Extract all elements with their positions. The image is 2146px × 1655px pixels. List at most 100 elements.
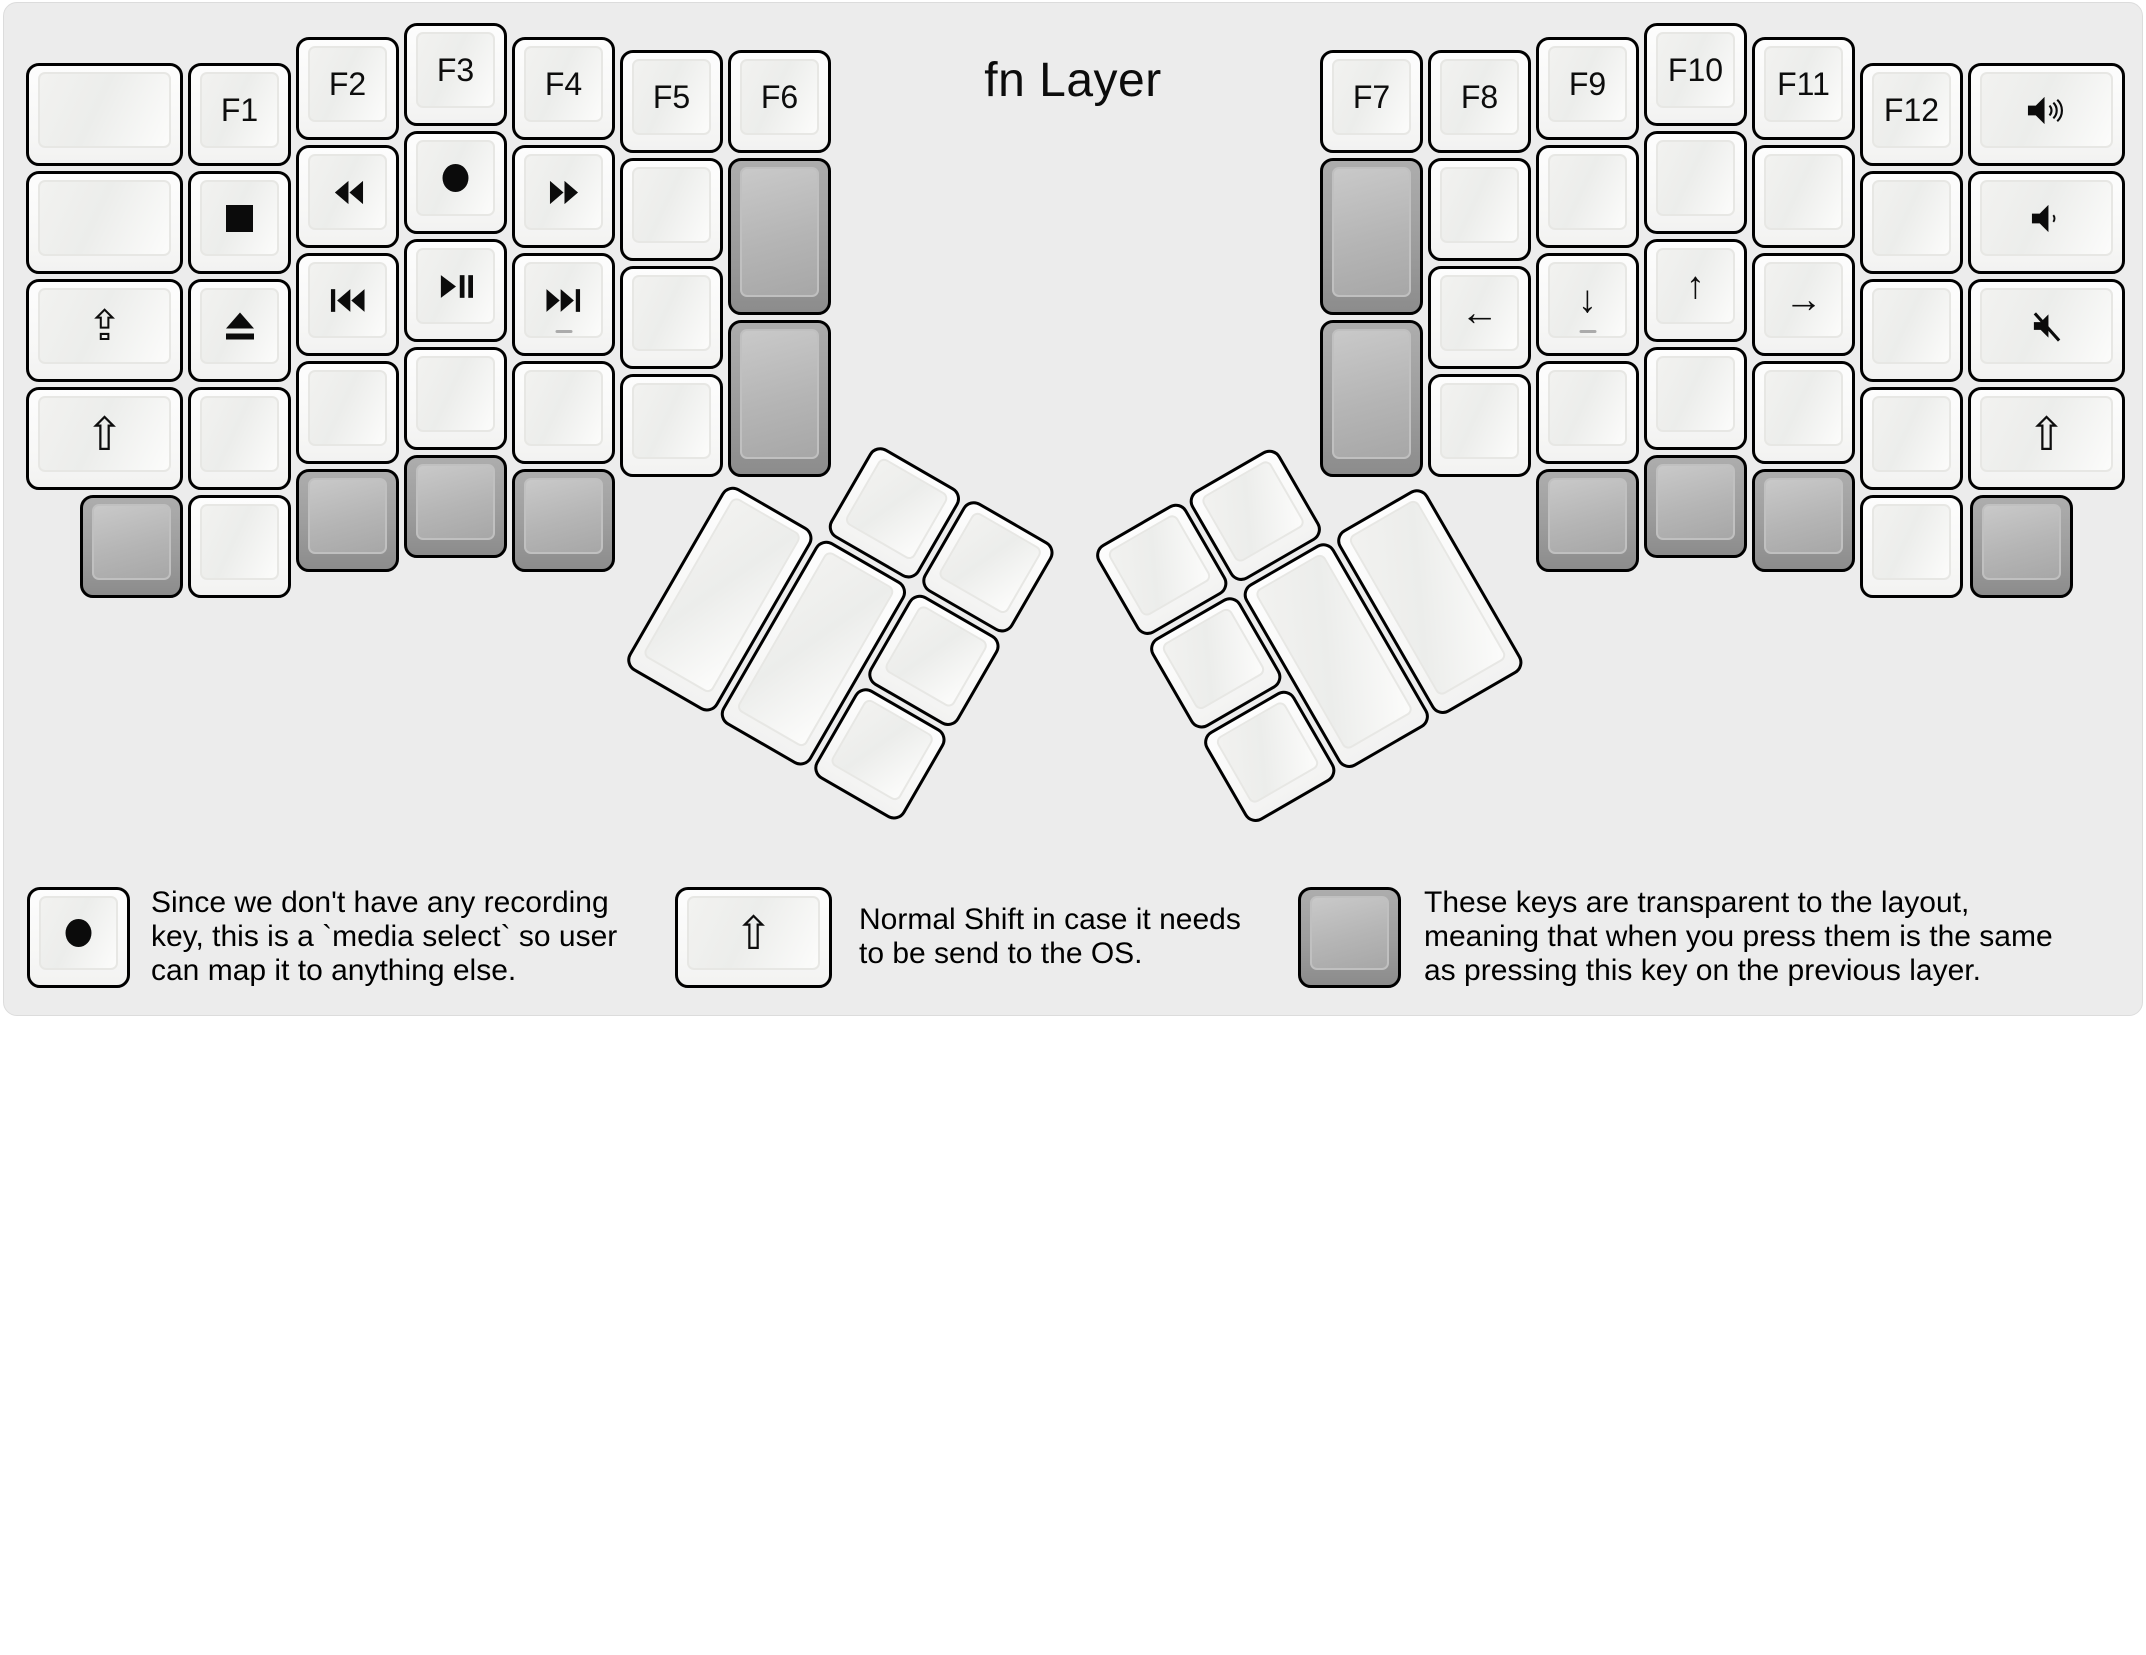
key-transparent[interactable] bbox=[1320, 158, 1423, 315]
key-transparent[interactable] bbox=[1320, 320, 1423, 477]
key-f11[interactable]: F11 bbox=[1752, 37, 1855, 140]
key-blank-face bbox=[416, 356, 495, 432]
key-blank[interactable] bbox=[620, 158, 723, 261]
key-blank[interactable] bbox=[1536, 361, 1639, 464]
key-blank[interactable] bbox=[512, 361, 615, 464]
key-arrow-right[interactable]: → bbox=[1752, 253, 1855, 356]
key-f9-label: F9 bbox=[1568, 66, 1607, 102]
key-eject[interactable] bbox=[188, 279, 291, 382]
key-f8-label: F8 bbox=[1460, 79, 1499, 115]
key-blank[interactable] bbox=[1428, 158, 1531, 261]
key-blank[interactable] bbox=[1644, 347, 1747, 450]
key-transparent[interactable] bbox=[1536, 469, 1639, 572]
key-blank[interactable] bbox=[296, 361, 399, 464]
key-stop-face bbox=[200, 180, 279, 256]
key-volume-up[interactable] bbox=[1968, 63, 2125, 166]
key-f12[interactable]: F12 bbox=[1860, 63, 1963, 166]
key-f9[interactable]: F9 bbox=[1536, 37, 1639, 140]
key-transparent-face bbox=[1332, 329, 1411, 459]
key-transparent[interactable] bbox=[80, 495, 183, 598]
key-mute-face bbox=[1980, 288, 2113, 364]
key-shift-face: ⇧ bbox=[38, 396, 171, 472]
key-transparent[interactable] bbox=[728, 158, 831, 315]
key-f1[interactable]: F1 bbox=[188, 63, 291, 166]
key-blank-face bbox=[1656, 356, 1735, 432]
legend-key-shift-face: ⇧ bbox=[687, 896, 820, 970]
key-blank[interactable] bbox=[620, 374, 723, 477]
legend-key-transparent bbox=[1298, 887, 1401, 988]
key-volume-up-face bbox=[1980, 72, 2113, 148]
playpause-icon bbox=[439, 273, 473, 300]
key-blank-face bbox=[1764, 370, 1843, 446]
key-blank[interactable] bbox=[26, 171, 183, 274]
key-transparent[interactable] bbox=[404, 455, 507, 558]
key-blank[interactable] bbox=[1860, 171, 1963, 274]
key-transparent-face bbox=[308, 478, 387, 554]
key-shift[interactable]: ⇧ bbox=[1968, 387, 2125, 490]
key-f5-face: F5 bbox=[632, 59, 711, 135]
key-transparent-face bbox=[740, 167, 819, 297]
key-arrow-up[interactable]: ↑ bbox=[1644, 239, 1747, 342]
key-next-track[interactable] bbox=[512, 253, 615, 356]
key-blank-face bbox=[1872, 396, 1951, 472]
key-blank-face bbox=[1199, 458, 1307, 565]
key-prev-track[interactable] bbox=[296, 253, 399, 356]
key-blank[interactable] bbox=[1860, 387, 1963, 490]
homing-dash bbox=[1579, 330, 1596, 333]
key-fast-forward[interactable] bbox=[512, 145, 615, 248]
key-f2[interactable]: F2 bbox=[296, 37, 399, 140]
key-record-face bbox=[416, 140, 495, 216]
key-f3[interactable]: F3 bbox=[404, 23, 507, 126]
key-blank-face bbox=[1548, 370, 1627, 446]
next-icon bbox=[546, 287, 581, 314]
legend-key-shift: ⇧ bbox=[675, 887, 832, 988]
key-transparent[interactable] bbox=[1970, 495, 2073, 598]
legend-text-line: Normal Shift in case it needs bbox=[859, 902, 1241, 936]
key-f7[interactable]: F7 bbox=[1320, 50, 1423, 153]
key-mute[interactable] bbox=[1968, 279, 2125, 382]
key-shift[interactable]: ⇧ bbox=[26, 387, 183, 490]
key-f5[interactable]: F5 bbox=[620, 50, 723, 153]
key-blank[interactable] bbox=[1644, 131, 1747, 234]
volume-up-icon bbox=[2026, 95, 2067, 126]
key-f2-face: F2 bbox=[308, 46, 387, 122]
key-f4[interactable]: F4 bbox=[512, 37, 615, 140]
key-blank[interactable] bbox=[1860, 495, 1963, 598]
key-transparent[interactable] bbox=[512, 469, 615, 572]
key-blank[interactable] bbox=[620, 266, 723, 369]
key-f6[interactable]: F6 bbox=[728, 50, 831, 153]
key-transparent[interactable] bbox=[1752, 469, 1855, 572]
key-transparent[interactable] bbox=[1644, 455, 1747, 558]
key-f7-label: F7 bbox=[1352, 79, 1391, 115]
key-stop[interactable] bbox=[188, 171, 291, 274]
key-arrow-left-face: ← bbox=[1440, 275, 1519, 351]
key-arrow-down[interactable]: ↓ bbox=[1536, 253, 1639, 356]
key-blank[interactable] bbox=[1428, 374, 1531, 477]
key-caps-lock[interactable]: ⇪ bbox=[26, 279, 183, 382]
key-blank[interactable] bbox=[404, 347, 507, 450]
key-transparent[interactable] bbox=[728, 320, 831, 477]
key-record[interactable] bbox=[404, 131, 507, 234]
key-blank[interactable] bbox=[1752, 361, 1855, 464]
key-f10-label: F10 bbox=[1667, 52, 1724, 88]
key-arrow-left[interactable]: ← bbox=[1428, 266, 1531, 369]
key-blank[interactable] bbox=[1752, 145, 1855, 248]
key-f8[interactable]: F8 bbox=[1428, 50, 1531, 153]
key-f11-label: F11 bbox=[1777, 66, 1830, 102]
key-f10[interactable]: F10 bbox=[1644, 23, 1747, 126]
key-f1-face: F1 bbox=[200, 72, 279, 148]
key-blank[interactable] bbox=[26, 63, 183, 166]
key-volume-down[interactable] bbox=[1968, 171, 2125, 274]
key-transparent-face bbox=[1982, 504, 2061, 580]
key-transparent-face bbox=[92, 504, 171, 580]
key-blank[interactable] bbox=[188, 387, 291, 490]
rewind-icon bbox=[331, 179, 364, 206]
key-blank[interactable] bbox=[1860, 279, 1963, 382]
key-transparent[interactable] bbox=[296, 469, 399, 572]
key-play-pause[interactable] bbox=[404, 239, 507, 342]
key-blank[interactable] bbox=[1536, 145, 1639, 248]
key-blank[interactable] bbox=[188, 495, 291, 598]
mute-icon bbox=[2030, 310, 2063, 343]
key-fast-forward-face bbox=[524, 154, 603, 230]
key-rewind[interactable] bbox=[296, 145, 399, 248]
